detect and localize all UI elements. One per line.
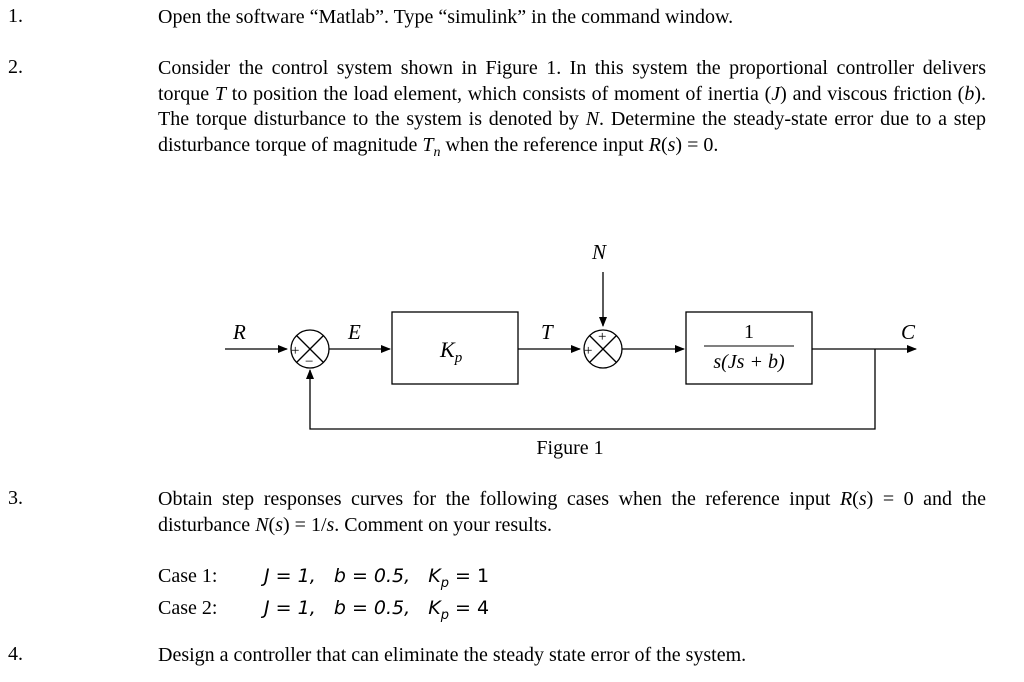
case-kp-value: = 1 (449, 565, 490, 587)
feedback-path (306, 349, 876, 430)
item-number-2: 2. (8, 56, 23, 78)
case-equation: J = 1, b = 0.5, K (264, 565, 441, 587)
q3-var-s3: s (326, 513, 335, 536)
item-1-text: Open the software “Matlab”. Type “simuli… (158, 6, 734, 28)
q2-text-f: when the reference input (440, 133, 649, 156)
item-2-text: Consider the control system shown in Fig… (158, 56, 986, 165)
item-3-text: Obtain step responses curves for the fol… (158, 487, 986, 538)
q2-text-d: ). The torque disturbance to the system … (158, 82, 986, 131)
case-kp-sub: p (440, 608, 450, 623)
q3-text-f: . Comment on your results. (334, 513, 553, 536)
q2-var-r: R (648, 133, 661, 156)
item-number-4: 4. (8, 643, 23, 665)
case-label: Case 1: (158, 565, 218, 587)
q2-var-n: N (585, 108, 600, 130)
sum2-plus-top: + (598, 329, 606, 345)
item-number-1: 1. (8, 5, 23, 27)
q3-text-e: ) = 1/ (283, 513, 327, 536)
q2-text-h: ) = 0. (675, 133, 719, 156)
case-kp-sub: p (440, 576, 450, 591)
plant-block (685, 311, 813, 385)
q2-text-e: . Determine the steady-state error due t… (158, 108, 986, 156)
q2-var-tn-sub: n (433, 144, 441, 160)
kp-block (391, 311, 519, 385)
case-row: Case 2: J = 1, b = 0.5, Kp = 4 (158, 596, 489, 628)
label-e: E (347, 320, 361, 344)
case-row: Case 1: J = 1, b = 0.5, Kp = 1 (158, 564, 489, 596)
q3-var-n: N (255, 513, 269, 536)
sum1-plus-sign: + (291, 343, 299, 359)
q2-text-c: ) and viscous friction ( (780, 82, 965, 105)
q2-text-b: to position the load element, which cons… (226, 82, 772, 105)
q2-text-g: ( (660, 133, 668, 156)
q3-text-b: ( (852, 488, 859, 510)
q2-var-tn: T (422, 133, 434, 156)
label-r: R (232, 320, 246, 344)
q3-text-c: ) = 0 and the disturbance (158, 488, 986, 536)
q3-var-s: s (858, 488, 867, 510)
plant-numerator: 1 (744, 321, 754, 343)
item-number-3: 3. (8, 487, 23, 509)
item-4-text: Design a controller that can eliminate t… (158, 644, 747, 666)
case-label: Case 2: (158, 597, 218, 619)
case-kp-value: = 4 (449, 597, 490, 619)
q2-text-a: Consider the control system shown in Fig… (158, 57, 986, 105)
q2-var-b: b (964, 82, 975, 105)
sum1-minus-sign: − (305, 354, 313, 370)
q2-var-j: J (771, 82, 781, 105)
q2-var-s: s (667, 133, 676, 156)
label-t: T (541, 320, 554, 344)
figure-caption: Figure 1 (536, 437, 603, 459)
q3-text-a: Obtain step responses curves for the fol… (158, 488, 840, 510)
label-n: N (591, 240, 607, 264)
q3-var-r: R (839, 488, 853, 510)
cases-list: Case 1:J = 1, b = 0.5, Kp = 1 Case 2:J =… (158, 564, 489, 628)
summing-junction-1 (290, 329, 330, 369)
label-c: C (901, 320, 916, 344)
q3-text-d: ( (268, 513, 276, 536)
sum2-plus-left: + (584, 343, 592, 359)
q2-var-t: T (214, 82, 226, 105)
q3-var-s2: s (275, 513, 283, 536)
plant-denominator: s(Js + b) (713, 351, 785, 373)
case-equation: J = 1, b = 0.5, K (264, 597, 441, 619)
kp-block-label: Kp (439, 337, 463, 366)
